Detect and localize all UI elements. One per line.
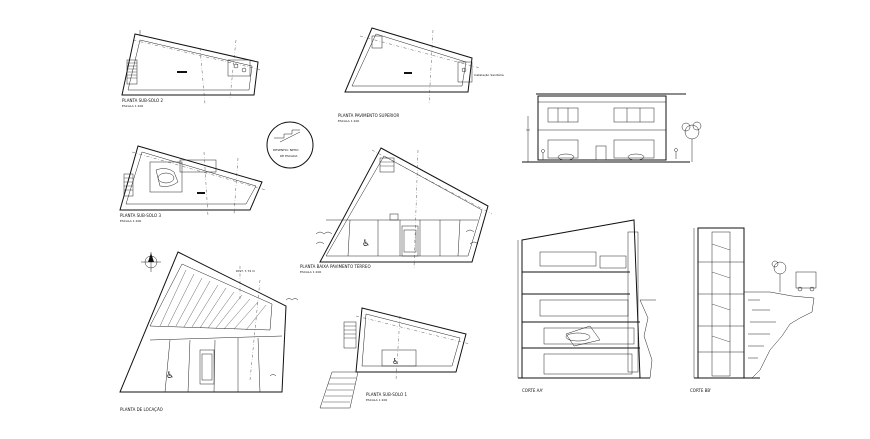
plan-scale: ESCALA 1:100 (122, 104, 143, 108)
plan-title: PLANTA DE LOCAÇÃO (120, 407, 163, 412)
tree-icon (681, 121, 702, 162)
svg-text:♿: ♿ (392, 357, 399, 366)
plan-scale: ESCALA 1:100 (338, 119, 359, 123)
plan-title: PLANTA PAVIMENTO SUPERIOR (338, 113, 400, 118)
stamp-line-2: DE ESCADA (280, 154, 298, 158)
north-arrow-icon (141, 252, 161, 272)
plan-title: PLANTA SUB-SOLO 1 (366, 392, 407, 397)
section-a: CORTE AA' (517, 219, 656, 393)
plan-scale: ESCALA 1:100 (300, 270, 321, 274)
svg-text:DIST. 7,74 m: DIST. 7,74 m (236, 269, 255, 273)
section-title: CORTE BB' (690, 388, 711, 393)
plan-sub-basement-3: PLANTA SUB-SOLO 3 ESCALA 1:100 (119, 145, 267, 223)
person-icon (541, 148, 678, 160)
plan-upper-floor: Instalação Sanitária PLANTA PAVIMENTO SU… (338, 27, 504, 123)
svg-text:Instalação Sanitária: Instalação Sanitária (474, 73, 504, 77)
plan-title: PLANTA BAIXA PAVIMENTO TÉRREO (300, 264, 371, 269)
vehicle-icon (795, 271, 817, 292)
front-elevation (522, 93, 702, 163)
svg-text:♿: ♿ (166, 371, 174, 381)
plan-title: PLANTA SUB-SOLO 3 (120, 213, 161, 218)
plan-site-location: ♿ DIST. 7,74 m PLANTA DE LOCAÇÃO (119, 251, 299, 412)
stair-detail-stamp: DESENHO: NPHO DE ESCADA (266, 121, 314, 169)
plan-sub-basement-2: PLANTA SUB-SOLO 2 ESCALA 1:100 (121, 30, 263, 108)
tree-icon (771, 260, 787, 292)
section-title: CORTE AA' (522, 388, 543, 393)
plan-sub-basement-1: ♿ PLANTA SUB-SOLO 1 ESCALA 1:100 (319, 307, 471, 409)
svg-text:♿: ♿ (362, 239, 370, 249)
terrain-hatch (744, 291, 815, 379)
section-b: CORTE BB' (690, 227, 817, 393)
stamp-line-1: DESENHO: NPHO (273, 148, 299, 152)
plan-ground-floor: ♿ PLANTA BAIXA PAVIMENTO TÉRREO ESCALA 1… (300, 147, 493, 274)
plan-title: PLANTA SUB-SOLO 2 (122, 98, 163, 103)
plan-scale: ESCALA 1:100 (120, 219, 141, 223)
plan-scale: ESCALA 1:100 (366, 398, 387, 402)
